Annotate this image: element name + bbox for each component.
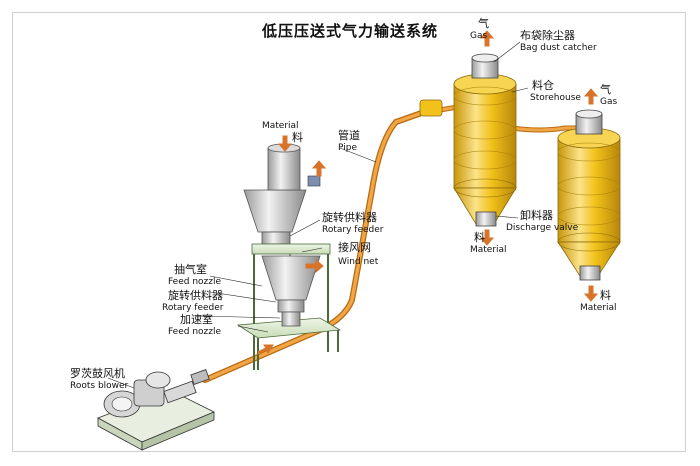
label-material-right-cn: 料 — [600, 289, 611, 302]
leader-lines — [107, 41, 529, 389]
label-material-top-cn: 料 — [292, 131, 303, 144]
label-rotary-feeder-upper-cn: 旋转供料器 — [322, 211, 377, 224]
label-material-mid-cn: 料 — [474, 231, 485, 244]
arrow-material-in-icon — [277, 135, 293, 152]
label-rotary-feeder-lower-en: Rotary feeder — [162, 303, 224, 313]
storehouse-right — [557, 109, 621, 281]
arrow-wind-net-icon — [305, 258, 324, 274]
label-roots-blower-en: Roots blower — [70, 381, 129, 391]
label-exhaust-chamber-cn: 抽气室 — [174, 263, 207, 276]
arrow-gas-out-1-icon — [479, 30, 495, 47]
label-wind-net-en: Wind net — [338, 257, 379, 267]
storehouse-main — [453, 53, 517, 227]
acceleration-chamber — [281, 311, 301, 327]
label-gas-1-cn: 气 — [478, 17, 489, 30]
label-bag-dust-catcher-cn: 布袋除尘器 — [520, 29, 575, 42]
label-gas-2-cn: 气 — [600, 83, 611, 96]
label-material-top-en: Material — [262, 121, 299, 131]
label-feed-nozzle-2-en: Feed nozzle — [168, 327, 222, 337]
label-pipe-en: Pipe — [338, 143, 357, 153]
label-wind-net-cn: 接风网 — [338, 241, 371, 254]
label-roots-blower-cn: 罗茨鼓风机 — [70, 367, 125, 380]
label-feed-nozzle-1-en: Feed nozzle — [168, 277, 222, 287]
label-bag-dust-catcher-en: Bag dust catcher — [520, 43, 597, 53]
label-gas-2-en: Gas — [600, 97, 618, 107]
arrow-gas-up-icon — [311, 160, 327, 177]
feeding-station — [236, 143, 342, 370]
arrow-gas-out-2-icon — [583, 88, 599, 105]
roots-blower — [97, 369, 215, 451]
rotary-feeder-lower — [277, 299, 305, 313]
diagram-frame — [12, 12, 686, 452]
arrow-material-out-1-icon — [479, 229, 495, 246]
diagram-title: 低压压送式气力输送系统 — [261, 22, 438, 40]
rotary-feeder-upper — [261, 231, 291, 245]
label-discharge-valve-en: Discharge valve — [506, 223, 579, 233]
flow-arrows — [257, 30, 599, 355]
discharge-valve — [475, 211, 497, 227]
label-pipe-cn: 管道 — [338, 129, 360, 142]
diverter-valve — [419, 99, 443, 117]
label-storehouse-cn: 料仓 — [532, 79, 554, 92]
arrow-material-out-2-icon — [583, 285, 599, 302]
label-storehouse-en: Storehouse — [530, 93, 581, 103]
label-accel-chamber-cn: 加速室 — [180, 313, 213, 326]
label-gas-1-en: Gas — [470, 31, 488, 41]
label-material-right-en: Material — [580, 303, 617, 313]
label-discharge-valve-cn: 卸料器 — [520, 209, 553, 222]
arrow-feed-icon — [257, 344, 274, 355]
label-material-mid-en: Material — [470, 245, 507, 255]
label-rotary-feeder-lower-cn: 旋转供料器 — [168, 289, 223, 302]
label-rotary-feeder-upper-en: Rotary feeder — [322, 225, 384, 235]
